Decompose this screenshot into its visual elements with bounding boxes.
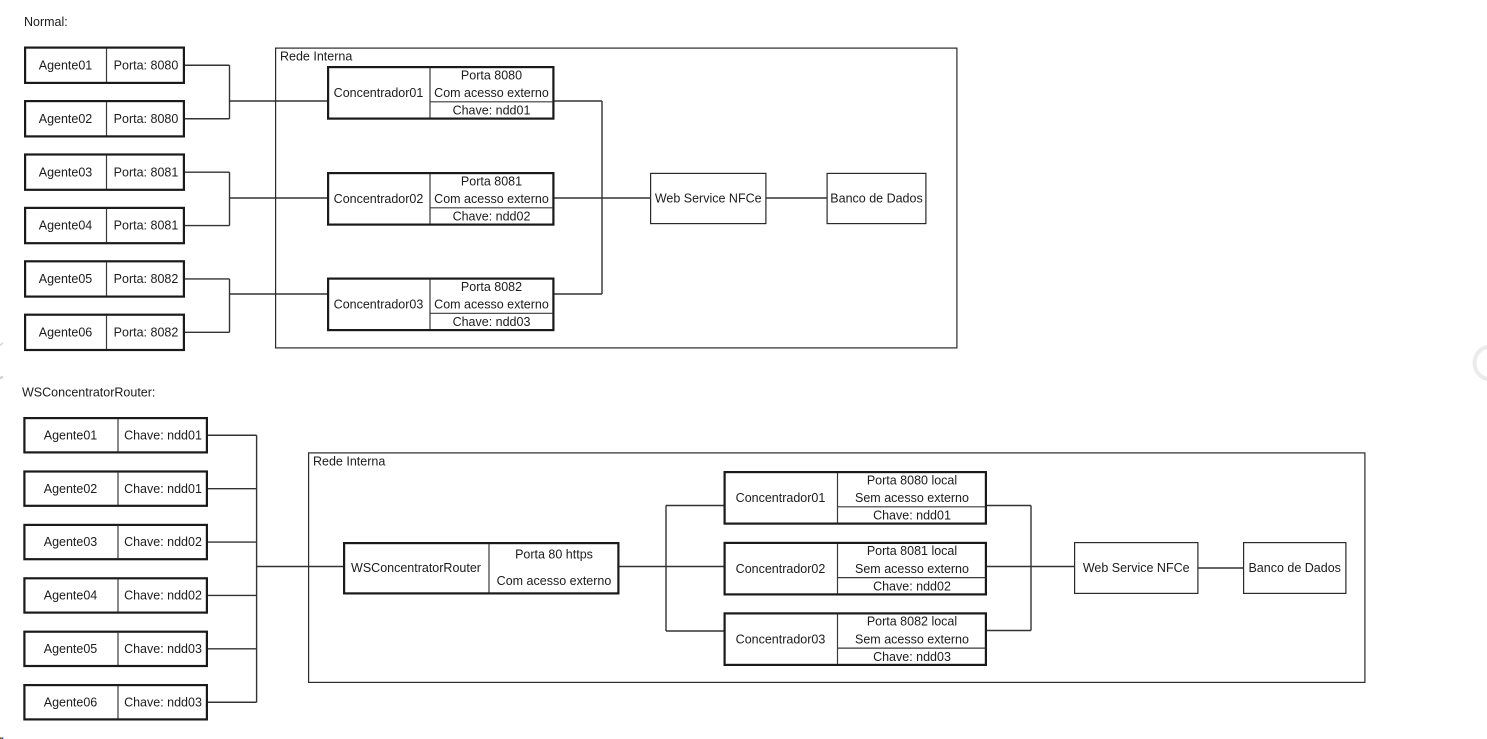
svg-text:Agente06: Agente06: [44, 695, 98, 709]
svg-text:Sem acesso externo: Sem acesso externo: [855, 632, 969, 646]
svg-text:Porta 8082: Porta 8082: [461, 280, 522, 294]
svg-text:Normal:: Normal:: [24, 15, 68, 29]
svg-text:Porta 8081: Porta 8081: [461, 174, 522, 188]
svg-text:Porta: 8080: Porta: 8080: [114, 58, 179, 72]
svg-text:Com acesso externo: Com acesso externo: [434, 86, 549, 100]
svg-text:Chave: ndd01: Chave: ndd01: [873, 509, 951, 523]
svg-text:Concentrador03: Concentrador03: [334, 298, 424, 312]
svg-text:Chave: ndd02: Chave: ndd02: [124, 589, 202, 603]
svg-text:Com acesso externo: Com acesso externo: [434, 298, 549, 312]
svg-text:Chave: ndd02: Chave: ndd02: [124, 535, 202, 549]
svg-text:Sem acesso externo: Sem acesso externo: [855, 562, 969, 576]
svg-text:Chave: ndd03: Chave: ndd03: [124, 642, 202, 656]
svg-text:Agente05: Agente05: [39, 272, 93, 286]
svg-text:Chave: ndd01: Chave: ndd01: [124, 428, 202, 442]
svg-text:Agente03: Agente03: [44, 535, 98, 549]
svg-text:Agente01: Agente01: [39, 58, 93, 72]
svg-text:Com acesso externo: Com acesso externo: [497, 574, 612, 588]
svg-text:Web Service NFCe: Web Service NFCe: [1083, 561, 1190, 575]
svg-text:Agente02: Agente02: [39, 112, 93, 126]
svg-text:Chave: ndd02: Chave: ndd02: [873, 579, 951, 593]
svg-text:Chave: ndd03: Chave: ndd03: [453, 315, 531, 329]
svg-text:Concentrador02: Concentrador02: [334, 192, 424, 206]
svg-text:Com acesso externo: Com acesso externo: [434, 192, 549, 206]
svg-text:Agente04: Agente04: [44, 589, 98, 603]
svg-text:Porta 8080 local: Porta 8080 local: [867, 473, 957, 487]
svg-text:Concentrador02: Concentrador02: [736, 562, 826, 576]
svg-text:Porta 8082 local: Porta 8082 local: [867, 615, 957, 629]
svg-text:Chave: ndd01: Chave: ndd01: [124, 482, 202, 496]
svg-text:WSConcentratorRouter:: WSConcentratorRouter:: [22, 386, 155, 400]
svg-text:Banco de Dados: Banco de Dados: [1248, 561, 1340, 575]
svg-text:Chave: ndd02: Chave: ndd02: [453, 210, 531, 224]
svg-text:Porta: 8080: Porta: 8080: [114, 112, 179, 126]
svg-text:Sem acesso externo: Sem acesso externo: [855, 491, 969, 505]
svg-text:Agente03: Agente03: [39, 165, 93, 179]
svg-text:Porta: 8081: Porta: 8081: [114, 219, 179, 233]
svg-text:Rede Interna: Rede Interna: [313, 455, 385, 469]
svg-text:Porta: 8082: Porta: 8082: [114, 272, 179, 286]
svg-text:Chave: ndd03: Chave: ndd03: [124, 695, 202, 709]
svg-text:Web Service NFCe: Web Service NFCe: [655, 192, 762, 206]
svg-text:Agente06: Agente06: [39, 326, 93, 340]
svg-text:Banco de Dados: Banco de Dados: [830, 192, 922, 206]
svg-text:Porta 80 https: Porta 80 https: [515, 548, 593, 562]
svg-text:Porta: 8081: Porta: 8081: [114, 165, 179, 179]
svg-text:Porta: 8082: Porta: 8082: [114, 326, 179, 340]
svg-text:WSConcentratorRouter: WSConcentratorRouter: [351, 561, 481, 575]
svg-text:Agente04: Agente04: [39, 219, 93, 233]
svg-text:Rede Interna: Rede Interna: [280, 50, 352, 64]
svg-text:Concentrador03: Concentrador03: [736, 632, 826, 646]
svg-text:Chave: ndd01: Chave: ndd01: [453, 104, 531, 118]
svg-text:Concentrador01: Concentrador01: [736, 491, 826, 505]
svg-text:Porta 8080: Porta 8080: [461, 68, 522, 82]
svg-text:Agente01: Agente01: [44, 428, 98, 442]
svg-text:Agente02: Agente02: [44, 482, 98, 496]
svg-text:Concentrador01: Concentrador01: [334, 86, 424, 100]
svg-text:Porta 8081 local: Porta 8081 local: [867, 544, 957, 558]
svg-text:Chave: ndd03: Chave: ndd03: [873, 650, 951, 664]
svg-text:Agente05: Agente05: [44, 642, 98, 656]
